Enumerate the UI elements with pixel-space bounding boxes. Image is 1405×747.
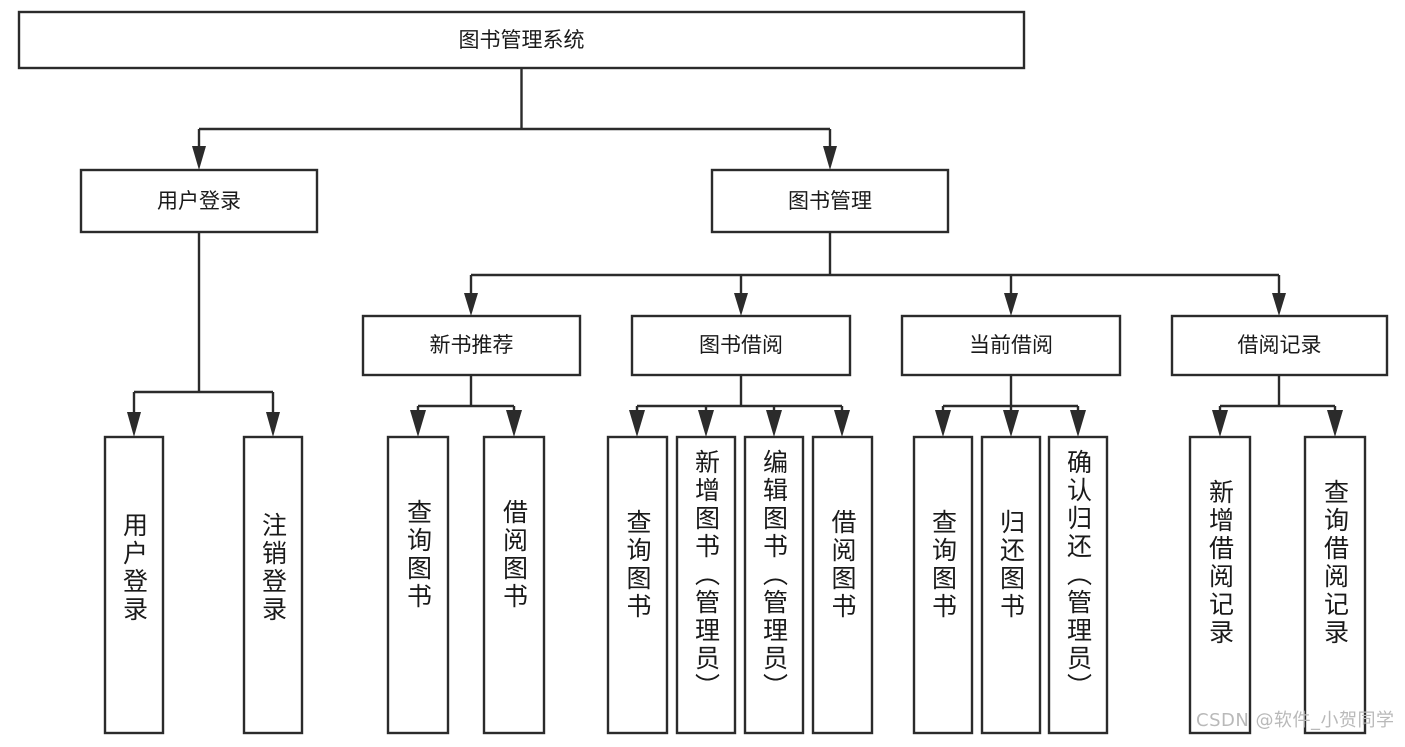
arrow-leaf-bb-borrow xyxy=(834,410,850,437)
node-book-manage[interactable]: 图书管理 xyxy=(710,168,950,234)
arrow-leaf-bb-add xyxy=(698,410,714,437)
node-book-borrow[interactable]: 图书借阅 xyxy=(630,314,852,377)
node-leaf-cb-query-box[interactable] xyxy=(912,435,974,735)
arrow-leaf-cb-query xyxy=(935,410,951,437)
node-leaf-user-login-box[interactable] xyxy=(103,435,165,735)
node-leaf-rec-query-box[interactable] xyxy=(386,435,450,735)
node-current-borrow-box[interactable] xyxy=(900,314,1122,377)
node-new-book-rec-box[interactable] xyxy=(361,314,582,377)
node-leaf-br-query-box[interactable] xyxy=(1303,435,1367,735)
node-user-login-label: 用户登录 xyxy=(157,189,241,213)
arrow-leaf-logout xyxy=(266,412,280,437)
arrow-leaf-user-login xyxy=(127,412,141,437)
node-new-book-rec[interactable]: 新书推荐 xyxy=(361,314,582,377)
node-borrow-record-box[interactable] xyxy=(1170,314,1389,377)
node-leaf-bb-edit-box[interactable] xyxy=(743,435,805,735)
arrow-book-borrow xyxy=(734,293,748,316)
node-leaf-bb-borrow-box[interactable] xyxy=(811,435,874,735)
node-leaf-cb-return-box[interactable] xyxy=(980,435,1042,735)
arrow-leaf-cb-confirm xyxy=(1070,410,1086,437)
node-borrow-record-label: 借阅记录 xyxy=(1238,333,1322,357)
leaf-box-layer xyxy=(103,435,1367,735)
node-book-manage-box[interactable] xyxy=(710,168,950,234)
node-current-borrow[interactable]: 当前借阅 xyxy=(900,314,1122,377)
connector-layer xyxy=(127,68,1343,437)
node-leaf-bb-query-box[interactable] xyxy=(606,435,669,735)
arrow-leaf-cb-return xyxy=(1003,410,1019,437)
arrow-current-borrow xyxy=(1004,293,1018,316)
arrow-leaf-bb-query xyxy=(629,410,645,437)
arrow-leaf-rec-query xyxy=(410,410,426,437)
node-book-borrow-label: 图书借阅 xyxy=(699,333,783,357)
node-current-borrow-label: 当前借阅 xyxy=(969,333,1053,357)
arrow-user-login xyxy=(192,146,206,170)
node-leaf-br-add-box[interactable] xyxy=(1188,435,1252,735)
node-new-book-rec-label: 新书推荐 xyxy=(430,333,514,357)
node-user-login-box[interactable] xyxy=(79,168,319,234)
node-root-label: 图书管理系统 xyxy=(459,28,585,52)
arrow-leaf-br-add xyxy=(1212,410,1228,437)
node-root[interactable]: 图书管理系统 xyxy=(17,10,1026,70)
arrow-borrow-record xyxy=(1272,293,1286,316)
node-book-borrow-box[interactable] xyxy=(630,314,852,377)
csdn-watermark: CSDN @软件_小贺同学 xyxy=(1196,710,1395,731)
node-leaf-cb-confirm-box[interactable] xyxy=(1047,435,1109,735)
arrow-new-book-rec xyxy=(464,293,478,316)
arrow-leaf-br-query xyxy=(1327,410,1343,437)
node-root-box[interactable] xyxy=(17,10,1026,70)
node-leaf-rec-borrow-box[interactable] xyxy=(482,435,546,735)
node-leaf-logout-box[interactable] xyxy=(242,435,304,735)
arrow-leaf-bb-edit xyxy=(766,410,782,437)
node-borrow-record[interactable]: 借阅记录 xyxy=(1170,314,1389,377)
node-user-login[interactable]: 用户登录 xyxy=(79,168,319,234)
node-book-manage-label: 图书管理 xyxy=(788,189,872,213)
arrow-leaf-rec-borrow xyxy=(506,410,522,437)
node-leaf-bb-add-box[interactable] xyxy=(675,435,737,735)
arrow-book-manage xyxy=(823,146,837,170)
